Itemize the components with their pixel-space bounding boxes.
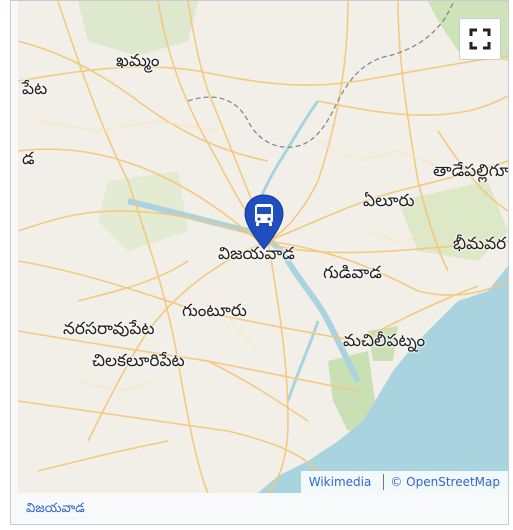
map-label-peta: పేట <box>22 79 48 99</box>
map-label-tadepalligudem: తాడేపల్లిగూ <box>433 161 508 181</box>
map-base-layer <box>18 1 508 493</box>
bus-stop-marker[interactable] <box>243 193 285 255</box>
map-label-machilipatnam: మచిలీపట్నం <box>343 331 426 351</box>
map-label-narasaraopet: నరసరావుపేట <box>63 319 155 339</box>
map-label-khammam: ఖమ్మం <box>116 51 160 71</box>
map-label-guntur: గుంటూరు <box>182 301 247 321</box>
map-label-gudivada: గుడివాడ <box>323 263 382 283</box>
map-label-bhimavaram: భీమవర <box>453 234 507 254</box>
map-label-chilakaluripet: చిలకలూరిపేట <box>92 351 185 371</box>
map-attribution: Wikimedia © OpenStreetMap <box>300 471 508 493</box>
map-frame: ఖమ్మం పేట డ తాడేపల్లిగూ ఏలూరు విజయవాడ భీ… <box>10 0 509 525</box>
fullscreen-button[interactable] <box>459 18 501 60</box>
fullscreen-icon <box>469 28 491 50</box>
attribution-separator <box>383 474 385 490</box>
openstreetmap-link[interactable]: © OpenStreetMap <box>390 475 500 489</box>
map-canvas[interactable]: ఖమ్మం పేట డ తాడేపల్లిగూ ఏలూరు విజయవాడ భీ… <box>18 1 508 493</box>
map-label-vijayawada: విజయవాడ <box>218 244 295 264</box>
map-label-eluru: ఏలూరు <box>363 191 415 211</box>
bus-stop-icon <box>244 194 284 250</box>
map-label-da: డ <box>22 149 35 169</box>
wikimedia-link[interactable]: Wikimedia <box>308 475 372 489</box>
map-caption-link[interactable]: విజయవాడ <box>26 501 85 516</box>
